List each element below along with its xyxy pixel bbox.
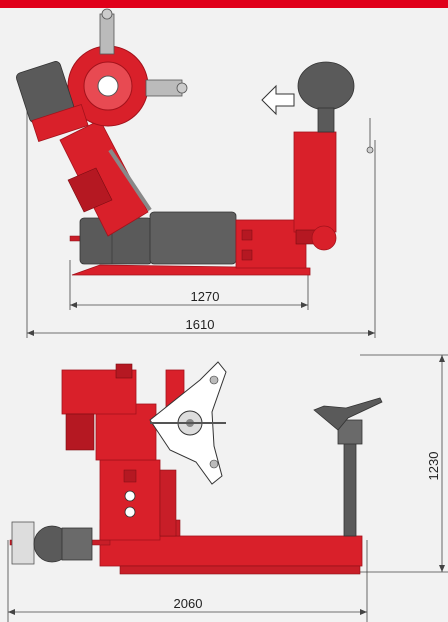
direction-arrow-icon [261,84,295,116]
remote-control-icon [366,146,374,154]
top-view: 1270 1610 [15,8,376,338]
dim-label-bottom-height: 1230 [426,452,441,481]
bead-breaker-disc [297,61,355,111]
dim-label-bottom-width: 2060 [174,596,203,611]
tool-post-side [343,439,357,537]
tool-column [293,131,337,233]
clamp-spindle [99,13,115,55]
top-accent-bar [0,0,448,8]
wheel-hub-top [97,75,119,97]
base-frame-side [99,535,363,567]
bead-breaker-tool [313,397,383,431]
dim-label-top-inner: 1270 [191,289,220,304]
hydraulic-unit [149,211,237,265]
bottom-view: 1230 2060 [7,354,448,622]
base-motor-fan [11,521,35,565]
dim-label-top-outer: 1610 [186,317,215,332]
control-knob-icon [124,490,136,502]
